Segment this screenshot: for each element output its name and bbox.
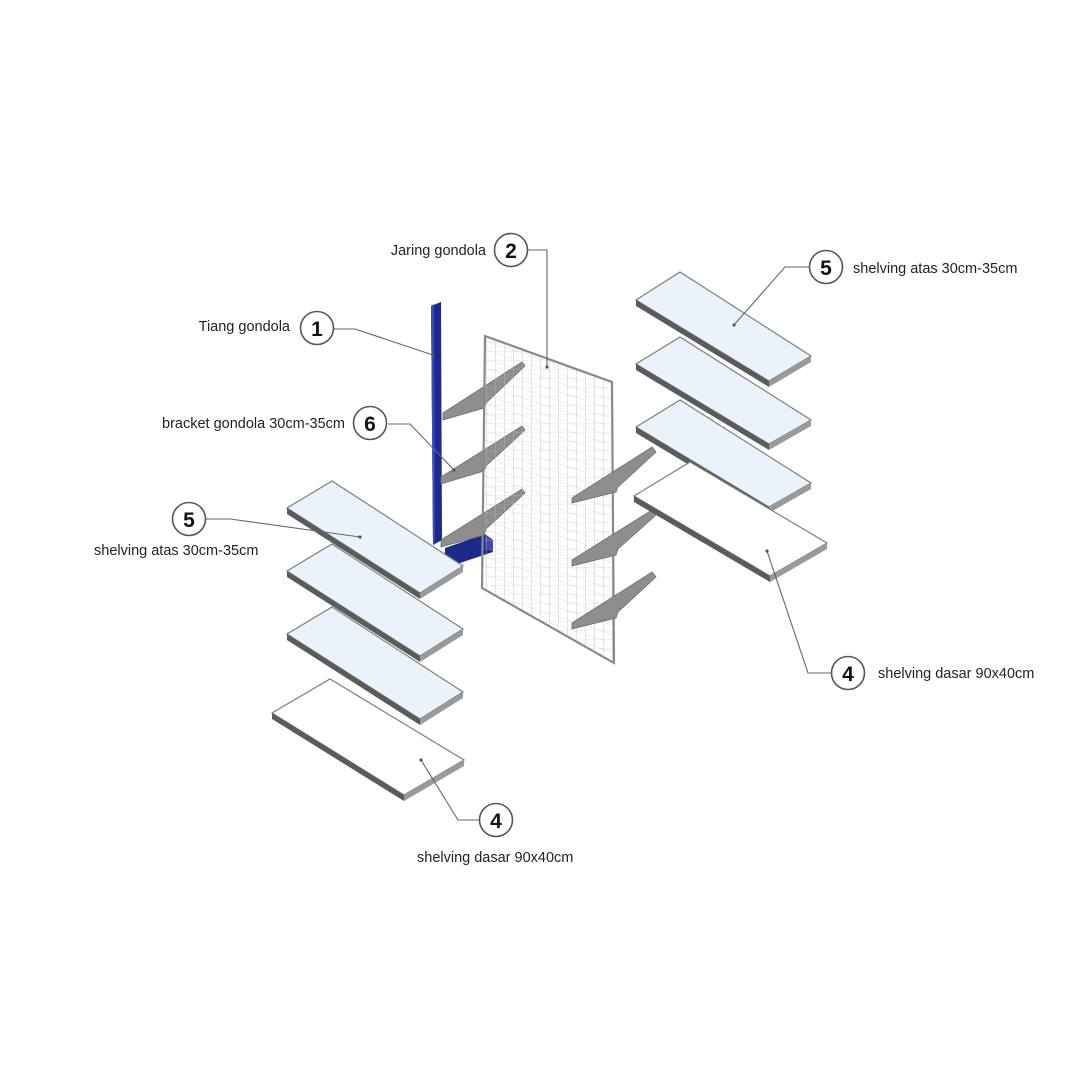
- callout-jaring-label: Jaring gondola: [391, 243, 487, 259]
- shelf-right-second: [634, 336, 813, 450]
- shelf-left-base: [270, 678, 466, 801]
- callout-bracket: 6 bracket gondola 30cm-35cm: [162, 405, 388, 441]
- gondola-mesh: [480, 334, 616, 665]
- shelf-left-second: [285, 543, 465, 662]
- callout-shelf-top-left: 5 shelving atas 30cm-35cm: [94, 501, 258, 559]
- callout-shelf-base-right-label: shelving dasar 90x40cm: [878, 666, 1034, 682]
- shelf-right-top: [634, 271, 813, 387]
- callout-shelf-base-left-number: 4: [490, 810, 502, 833]
- callout-shelf-base-left: 4 shelving dasar 90x40cm: [417, 802, 573, 866]
- callout-tiang: 1 Tiang gondola: [199, 310, 335, 346]
- callout-tiang-label: Tiang gondola: [199, 319, 291, 335]
- callout-shelf-base-left-label: shelving dasar 90x40cm: [417, 850, 573, 866]
- callout-jaring: 2 Jaring gondola: [391, 232, 529, 268]
- callout-bracket-number: 6: [364, 413, 376, 436]
- bracket-right-bottom: [571, 571, 657, 630]
- shelf-left-top: [285, 480, 465, 599]
- shelf-right-base: [632, 461, 829, 582]
- callout-shelf-top-left-number: 5: [183, 509, 195, 532]
- callout-shelf-base-right-number: 4: [842, 663, 854, 686]
- callout-bracket-label: bracket gondola 30cm-35cm: [162, 416, 345, 432]
- shelf-left-third: [285, 606, 465, 725]
- bracket-right-top: [571, 446, 657, 504]
- callout-shelf-top-right-number: 5: [820, 257, 832, 280]
- callout-shelf-top-left-label: shelving atas 30cm-35cm: [94, 543, 258, 559]
- callout-shelf-base-right: 4 shelving dasar 90x40cm: [830, 655, 1034, 691]
- callout-jaring-number: 2: [505, 240, 517, 263]
- callout-tiang-number: 1: [311, 318, 323, 341]
- callout-shelf-top-right: 5 shelving atas 30cm-35cm: [808, 249, 1017, 285]
- leader-lines: [206, 249, 832, 821]
- callout-shelf-top-right-label: shelving atas 30cm-35cm: [853, 261, 1017, 277]
